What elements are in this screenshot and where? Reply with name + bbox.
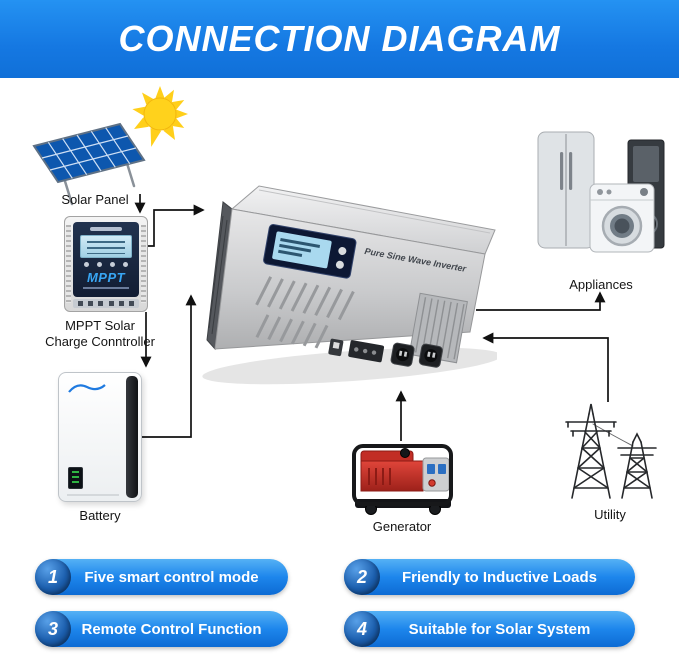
generator-illustration xyxy=(352,444,453,515)
battery-illustration xyxy=(58,372,142,502)
feature-number-1: 1 xyxy=(35,559,71,595)
mppt-lcd-screen xyxy=(80,235,132,258)
generator-panel xyxy=(422,457,450,492)
wire-inverter-to-appliances xyxy=(476,291,606,311)
feature-label-3: Remote Control Function xyxy=(81,620,262,638)
transmission-tower-small xyxy=(617,432,657,499)
feature-number-4: 4 xyxy=(344,611,380,647)
generator-body xyxy=(360,460,424,492)
mppt-buttons xyxy=(73,262,139,267)
mppt-controller-illustration: MPPT xyxy=(64,216,148,312)
fridge-icon xyxy=(537,131,595,249)
utility-towers-illustration xyxy=(565,403,657,499)
battery-side-band xyxy=(126,376,138,498)
utility-label: Utility xyxy=(594,507,626,522)
battery-logo xyxy=(68,384,106,393)
header-banner: CONNECTION DIAGRAM xyxy=(0,0,679,78)
feature-number-2: 2 xyxy=(344,559,380,595)
generator-frame xyxy=(352,444,453,506)
generator-label: Generator xyxy=(372,519,432,534)
sun-icon xyxy=(132,86,188,147)
mppt-label-line1: MPPT Solar xyxy=(65,318,135,333)
solar-panel-illustration xyxy=(32,122,146,206)
generator-switch xyxy=(428,479,436,487)
mppt-device-text: MPPT xyxy=(86,270,126,285)
appliances-illustration xyxy=(537,131,665,253)
generator-outlet xyxy=(438,464,446,474)
generator-fuel-cap xyxy=(400,448,410,458)
feature-number-3: 3 xyxy=(35,611,71,647)
mppt-faceplate: MPPT xyxy=(73,222,139,297)
mppt-terminals xyxy=(73,299,139,308)
feature-label-2: Friendly to Inductive Loads xyxy=(401,568,598,586)
solar-panel-grid xyxy=(41,127,137,179)
wire-mppt-to-inverter xyxy=(148,204,205,247)
mppt-heatsink-left xyxy=(66,225,71,303)
inverter-illustration: Pure Sine Wave Inverter xyxy=(202,185,497,385)
generator-vents xyxy=(368,468,391,485)
wire-battery-to-inverter xyxy=(142,294,197,438)
solar-panel-label: Solar Panel xyxy=(61,192,129,207)
wire-utility-to-inverter xyxy=(482,332,609,402)
inverter-button xyxy=(338,247,347,256)
feature-pill-3: 3 Remote Control Function xyxy=(35,611,288,647)
mppt-subtext-line xyxy=(83,287,129,289)
inverter-vent-louvers xyxy=(255,276,355,349)
page-title: CONNECTION DIAGRAM xyxy=(118,18,561,59)
battery-groove xyxy=(67,494,119,496)
generator-outlet xyxy=(427,464,435,474)
feature-label-1: Five smart control mode xyxy=(84,568,259,586)
inverter-button xyxy=(335,260,344,269)
mppt-label: MPPT Solar Charge Conntroller xyxy=(45,318,155,349)
feature-pill-1: 1 Five smart control mode xyxy=(35,559,288,595)
feature-label-4: Suitable for Solar System xyxy=(408,620,591,638)
mppt-logo xyxy=(90,227,122,231)
feature-pill-4: 4 Suitable for Solar System xyxy=(344,611,635,647)
washing-machine-icon xyxy=(589,183,655,253)
feature-pill-2: 2 Friendly to Inductive Loads xyxy=(344,559,635,595)
mppt-label-line2: Charge Conntroller xyxy=(45,333,155,349)
transmission-tower-large xyxy=(565,403,617,499)
battery-label: Battery xyxy=(79,508,121,523)
power-line xyxy=(592,423,634,447)
battery-display xyxy=(68,467,83,489)
appliances-label: Appliances xyxy=(569,277,633,292)
mppt-heatsink-right xyxy=(141,225,146,303)
